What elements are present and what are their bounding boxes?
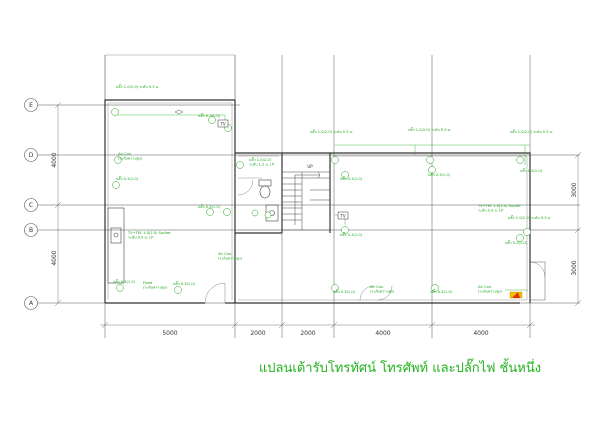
axis-bubble-e: E	[24, 98, 38, 112]
roof-outline	[104, 54, 236, 100]
socket-code-11: ปลั๊ก 0.3(1.0)	[333, 288, 356, 294]
room1-ac-note-sub: (ระดับความสูง)	[118, 157, 143, 161]
dim-left-upper: 4000	[51, 152, 58, 167]
room1-fridge-note: Fixed	[143, 281, 152, 285]
ac-bottom1-note-sub: (ระดับความสูง)	[370, 290, 395, 294]
tv-outlets	[217, 119, 349, 220]
staircase[interactable]	[281, 171, 331, 231]
stair-up-label: UP	[307, 164, 313, 169]
room2-tv-note: TV+TEL 1.0(2.0) Socket	[477, 204, 521, 208]
dim-bottom-2: 2000	[250, 330, 265, 337]
axis-label-a: A	[29, 300, 34, 307]
socket-code-3: ปลั๊ก 0.3(1.0)	[198, 203, 221, 209]
socket-code-4: ปลั๊ก 0.3(1.0)	[113, 278, 136, 284]
axis-bubble-b: B	[24, 223, 38, 237]
bottom-dimension-line	[100, 321, 535, 329]
ac-small-note-sub: (ระดับความสูง)	[218, 257, 243, 261]
socket-note-top-3: ปลั๊ก 1.0(2.0) ระดับ 0.3 ม.	[408, 126, 451, 132]
axis-label-d: D	[29, 152, 34, 159]
socket-code-12: ปลั๊ก 0.3(1.0)	[430, 288, 453, 294]
toilet-fixture	[258, 179, 272, 199]
ac-fan-symbol	[174, 109, 184, 115]
socket-code-5: ปลั๊ก 0.3(1.0)	[173, 280, 196, 286]
vertical-grid-lines	[104, 55, 531, 338]
room1-ac-note: Air Con.	[118, 152, 132, 156]
dim-bottom-1: 5000	[162, 330, 177, 337]
socket-code-1: ปลั๊ก 0.3(1.0)	[198, 112, 221, 118]
green-wiring	[115, 114, 530, 291]
ac-bottom2-note: Air Con.	[478, 285, 492, 289]
ac-bottom1-note: Air Con.	[370, 285, 384, 289]
dim-right-upper: 3000	[571, 182, 578, 197]
axis-bubble-d: D	[24, 148, 38, 162]
room2-tv-note-sub: ระดับ 0.3 ม. LP	[478, 209, 504, 213]
dim-bottom-3: 2000	[300, 330, 315, 337]
socket-code-2: ปลั๊ก 0.3(1.0)	[116, 175, 139, 181]
socket-note-top-1: ปลั๊ก 1.0(2.0) ระดับ 0.3 ม.	[116, 83, 159, 89]
kitchen-counter	[107, 207, 125, 284]
dim-left-lower: 4000	[51, 250, 58, 265]
tv-outlet-label-1: TV	[219, 122, 225, 127]
room1-fridge-note-sub: (ระดับความสูง)	[143, 286, 168, 290]
socket-code-6: ปลั๊ก 0.3(1.0)	[520, 167, 543, 173]
ac-small-note: Air Con.	[218, 252, 232, 256]
room1-tv-note-sub: ระดับ 0.3 ม. LP	[128, 236, 154, 240]
bath-socket-note-sub: ระดับ 1.2 ม. LP	[249, 163, 275, 167]
axis-label-c: C	[29, 202, 33, 209]
axis-bubble-c: C	[24, 198, 38, 212]
dim-bottom-5: 4000	[473, 330, 488, 337]
doors	[204, 179, 546, 304]
drawing-title: แปลนเต้ารับโทรทัศน์ โทรศัพท์ และปลั๊กไฟ …	[259, 358, 541, 376]
socket-markers	[111, 108, 531, 294]
socket-note-top-2: ปลั๊ก 1.0(2.0) ระดับ 0.3 ม.	[310, 128, 353, 134]
socket-note-top-4: ปลั๊ก 1.0(2.0) ระดับ 0.3 ม.	[510, 128, 553, 134]
electrical-panel	[509, 291, 523, 299]
socket-code-10: ปลั๊ก 0.3(1.0)	[340, 231, 363, 237]
ac-bottom2-note-sub: (ระดับความสูง)	[478, 290, 503, 294]
socket-code-8: ปลั๊ก 0.3(1.0)	[340, 175, 363, 181]
axis-label-e: E	[29, 102, 33, 109]
socket-code-7: ปลั๊ก 0.3(1.0)	[428, 171, 451, 177]
dim-right-lower: 3000	[571, 260, 578, 275]
dim-bottom-4: 4000	[375, 330, 390, 337]
bath-socket-note: ปลั๊ก 1.0(2.0)	[249, 156, 272, 162]
room1-tv-note: TV+TEL 1.0(2.0) Socket	[127, 231, 171, 235]
axis-bubble-a: A	[24, 296, 38, 310]
socket-code-9: ปลั๊ก 0.3(1.0)	[505, 239, 528, 245]
socket-note-right: ปลั๊ก 1.0(2.0) ระดับ 0.3 ม.	[508, 214, 551, 220]
right-dimension-line	[574, 151, 582, 307]
left-dimension-line	[54, 101, 62, 307]
axis-label-b: B	[29, 227, 33, 234]
tv-outlet-label-2: TV	[339, 214, 345, 219]
